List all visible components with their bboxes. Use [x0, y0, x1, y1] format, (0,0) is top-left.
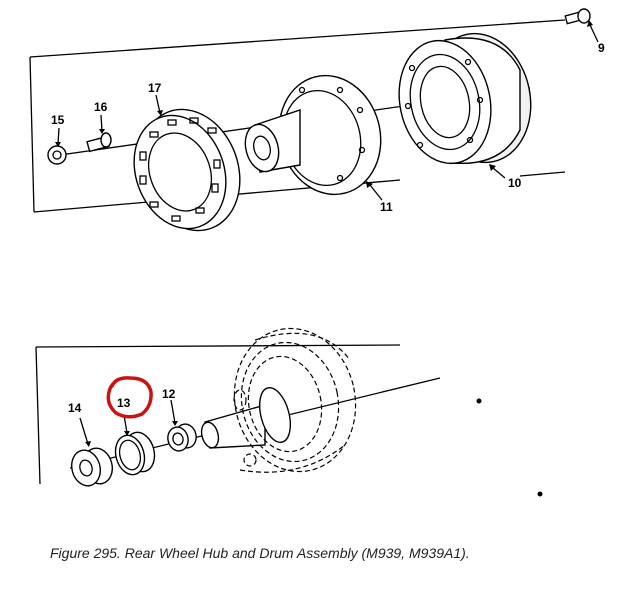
- callout-9: 9: [598, 41, 605, 55]
- part-11-hub: [244, 74, 382, 196]
- part-15-nut: [47, 145, 67, 165]
- part-13-bearing-cup: [114, 431, 156, 476]
- part-14-bearing: [70, 447, 114, 487]
- callout-15: 15: [51, 113, 65, 127]
- callout-16: 16: [94, 100, 108, 114]
- hub-ring-slots: [139, 117, 221, 222]
- callout-14: 14: [68, 401, 82, 415]
- upper-assembly-panel: 9 10 11 15 16 17: [29, 8, 605, 232]
- callout-11: 11: [380, 200, 393, 214]
- reference-dot: [476, 398, 482, 404]
- part-9-bolt: [564, 8, 591, 25]
- callout-13-highlight-circle: [106, 376, 153, 419]
- callout-10: 10: [508, 176, 522, 190]
- part-17-hub-ring: [133, 108, 241, 232]
- callout-12: 12: [162, 387, 176, 401]
- part-10-brake-drum: [398, 32, 532, 165]
- part-16-stud: [86, 132, 112, 153]
- upper-leader-lines: [55, 20, 599, 201]
- part-12-seal: [167, 423, 197, 452]
- callout-17: 17: [148, 81, 162, 95]
- figure-caption: Figure 295. Rear Wheel Hub and Drum Asse…: [50, 545, 470, 561]
- axle-spindle-housing: [200, 327, 357, 473]
- reference-dot: [537, 491, 543, 497]
- callout-13: 13: [117, 396, 131, 410]
- lower-assembly-panel: 12 13 14: [35, 327, 543, 497]
- lower-leader-lines: [79, 399, 178, 447]
